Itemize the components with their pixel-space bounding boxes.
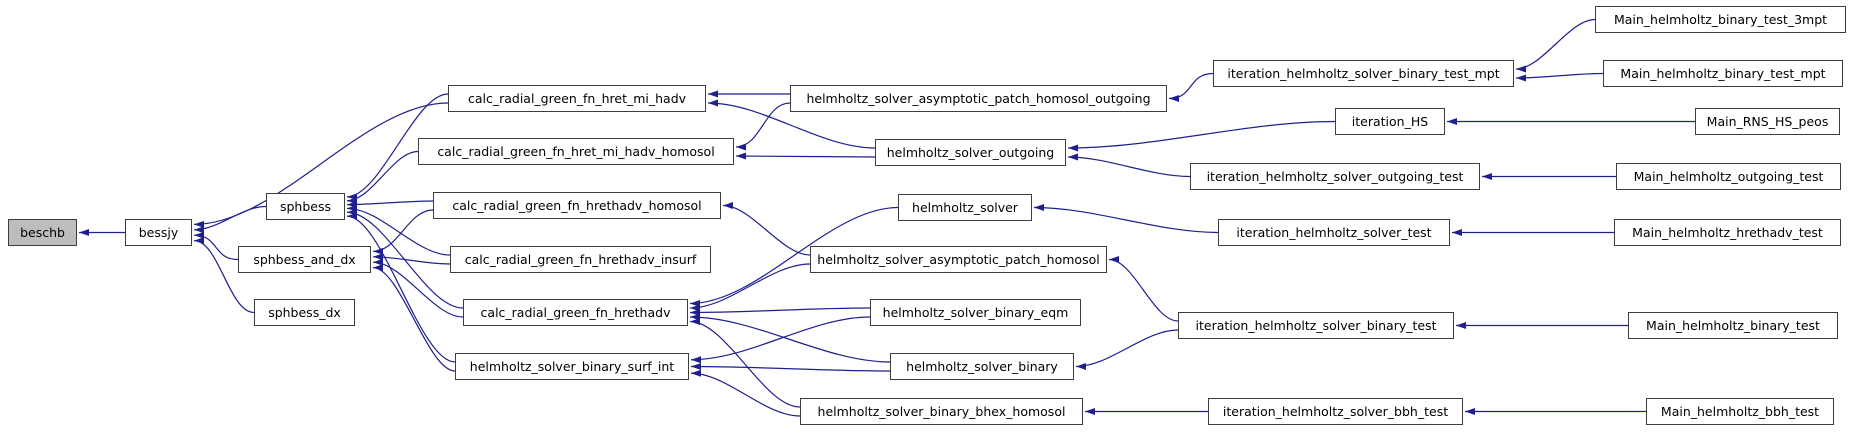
- call-edge-helmholtz_solver_binary--calc_radial_green_fn_hrethadv: [689, 313, 891, 363]
- call-edge-iteration_helmholtz_solver_binary_test_mpt--helmholtz_solver_asymptotic_patch_homosol_outgoing: [1168, 72, 1214, 102]
- call-edge-iteration_helmholtz_solver_binary_test--helmholtz_solver_asymptotic_patch_homosol: [1108, 256, 1179, 322]
- graph-node-iteration_helmholtz_solver_binary_test[interactable]: iteration_helmholtz_solver_binary_test: [1178, 312, 1454, 339]
- call-edge-calc_radial_green_fn_hrethadv_homosol--sphbess: [346, 200, 434, 209]
- call-edge-calc_radial_green_fn_hret_mi_hadv--sphbess: [346, 93, 449, 201]
- call-edge-sphbess_dx--bessjy: [193, 237, 255, 314]
- graph-node-helmholtz_solver_asymptotic_patch_homosol[interactable]: helmholtz_solver_asymptotic_patch_homoso…: [810, 246, 1107, 273]
- graph-node-helmholtz_solver_binary_surf_int[interactable]: helmholtz_solver_binary_surf_int: [455, 353, 689, 380]
- graph-node-iteration_HS[interactable]: iteration_HS: [1335, 108, 1445, 135]
- graph-node-calc_radial_green_fn_hret_mi_hadv_homosol[interactable]: calc_radial_green_fn_hret_mi_hadv_homoso…: [418, 138, 734, 165]
- graph-node-Main_helmholtz_hrethadv_test[interactable]: Main_helmholtz_hrethadv_test: [1614, 219, 1841, 246]
- graph-node-Main_helmholtz_outgoing_test[interactable]: Main_helmholtz_outgoing_test: [1616, 163, 1841, 190]
- graph-node-calc_radial_green_fn_hrethadv[interactable]: calc_radial_green_fn_hrethadv: [463, 299, 688, 326]
- graph-node-calc_radial_green_fn_hrethadv_insurf[interactable]: calc_radial_green_fn_hrethadv_insurf: [450, 246, 711, 273]
- call-edge-calc_radial_green_fn_hrethadv_insurf--sphbess: [346, 204, 451, 256]
- graph-node-helmholtz_solver_binary[interactable]: helmholtz_solver_binary: [890, 353, 1074, 380]
- graph-node-Main_helmholtz_binary_test_mpt[interactable]: Main_helmholtz_binary_test_mpt: [1603, 60, 1843, 87]
- call-edge-helmholtz_solver_binary_eqm--calc_radial_green_fn_hrethadv: [689, 307, 871, 316]
- graph-node-calc_radial_green_fn_hrethadv_homosol[interactable]: calc_radial_green_fn_hrethadv_homosol: [433, 192, 721, 219]
- graph-node-Main_RNS_HS_peos[interactable]: Main_RNS_HS_peos: [1695, 108, 1840, 135]
- call-edge-calc_radial_green_fn_hrethadv_homosol--sphbess_and_dx: [372, 209, 434, 255]
- focal-node-beschb: beschb: [8, 219, 77, 246]
- graph-node-sphbess_dx[interactable]: sphbess_dx: [254, 299, 355, 326]
- call-edge-helmholtz_solver_asymptotic_patch_homosol--calc_radial_green_fn_hrethadv: [689, 263, 811, 312]
- call-edge-helmholtz_solver_asymptotic_patch_homosol--calc_radial_green_fn_hrethadv_homosol: [722, 202, 811, 256]
- graph-node-sphbess[interactable]: sphbess: [266, 193, 345, 220]
- call-edge-helmholtz_solver_outgoing--calc_radial_green_fn_hret_mi_hadv: [707, 99, 876, 149]
- graph-node-Main_helmholtz_binary_test_3mpt[interactable]: Main_helmholtz_binary_test_3mpt: [1595, 6, 1846, 33]
- call-edge-calc_radial_green_fn_hrethadv_insurf--sphbess_and_dx: [372, 253, 451, 265]
- call-edge-helmholtz_solver_binary_bhex_homosol--helmholtz_solver_binary_surf_int: [690, 369, 801, 417]
- graph-node-helmholtz_solver_asymptotic_patch_homosol_outgoing[interactable]: helmholtz_solver_asymptotic_patch_homoso…: [790, 85, 1167, 112]
- graph-node-Main_helmholtz_bbh_test[interactable]: Main_helmholtz_bbh_test: [1646, 398, 1834, 425]
- graph-node-helmholtz_solver_binary_eqm[interactable]: helmholtz_solver_binary_eqm: [870, 299, 1081, 326]
- call-edge-calc_radial_green_fn_hret_mi_hadv--bessjy: [193, 102, 449, 228]
- call-edge-helmholtz_solver_binary_eqm--helmholtz_solver_binary_surf_int: [690, 316, 871, 364]
- call-edge-iteration_helmholtz_solver_outgoing_test--helmholtz_solver_outgoing: [1067, 153, 1191, 178]
- graph-node-helmholtz_solver_binary_bhex_homosol[interactable]: helmholtz_solver_binary_bhex_homosol: [800, 398, 1083, 425]
- call-edge-sphbess_and_dx--bessjy: [193, 231, 239, 261]
- call-edge-iteration_helmholtz_solver_test--helmholtz_solver: [1033, 204, 1219, 234]
- call-edge-helmholtz_solver_binary_surf_int--sphbess: [346, 212, 456, 363]
- call-edge-helmholtz_solver_binary--helmholtz_solver_binary_surf_int: [690, 363, 891, 372]
- call-edge-Main_helmholtz_binary_test_3mpt--iteration_helmholtz_solver_binary_test_mpt: [1515, 18, 1596, 73]
- call-edge-iteration_helmholtz_solver_binary_test--helmholtz_solver_binary: [1075, 329, 1179, 370]
- call-edge-calc_radial_green_fn_hrethadv--sphbess: [346, 208, 464, 309]
- call-edge-calc_radial_green_fn_hret_mi_hadv_homosol--sphbess: [346, 150, 419, 205]
- graph-node-iteration_helmholtz_solver_bbh_test[interactable]: iteration_helmholtz_solver_bbh_test: [1208, 398, 1463, 425]
- graph-node-helmholtz_solver[interactable]: helmholtz_solver: [898, 194, 1032, 221]
- graph-node-helmholtz_solver_outgoing[interactable]: helmholtz_solver_outgoing: [875, 139, 1066, 166]
- graph-node-iteration_helmholtz_solver_test[interactable]: iteration_helmholtz_solver_test: [1218, 219, 1450, 246]
- graph-node-sphbess_and_dx[interactable]: sphbess_and_dx: [238, 246, 371, 273]
- call-edge-helmholtz_solver_asymptotic_patch_homosol_outgoing--calc_radial_green_fn_hret_mi_hadv_homosol: [735, 102, 791, 151]
- graph-node-calc_radial_green_fn_hret_mi_hadv[interactable]: calc_radial_green_fn_hret_mi_hadv: [448, 85, 706, 112]
- graph-node-bessjy[interactable]: bessjy: [125, 219, 192, 246]
- graph-node-iteration_helmholtz_solver_outgoing_test[interactable]: iteration_helmholtz_solver_outgoing_test: [1190, 163, 1480, 190]
- call-edge-helmholtz_solver--calc_radial_green_fn_hrethadv: [689, 206, 899, 307]
- graph-node-iteration_helmholtz_solver_binary_test_mpt[interactable]: iteration_helmholtz_solver_binary_test_m…: [1213, 60, 1514, 87]
- call-edge-helmholtz_solver_binary_surf_int--sphbess_and_dx: [372, 264, 456, 372]
- call-edge-iteration_HS--helmholtz_solver_outgoing: [1067, 120, 1336, 152]
- call-edge-helmholtz_solver_outgoing--calc_radial_green_fn_hret_mi_hadv_homosol: [735, 152, 876, 160]
- call-edge-helmholtz_solver_binary_bhex_homosol--calc_radial_green_fn_hrethadv: [689, 318, 801, 408]
- call-edge-Main_helmholtz_binary_test_mpt--iteration_helmholtz_solver_binary_test_mpt: [1515, 72, 1604, 82]
- graph-node-Main_helmholtz_binary_test[interactable]: Main_helmholtz_binary_test: [1628, 312, 1838, 339]
